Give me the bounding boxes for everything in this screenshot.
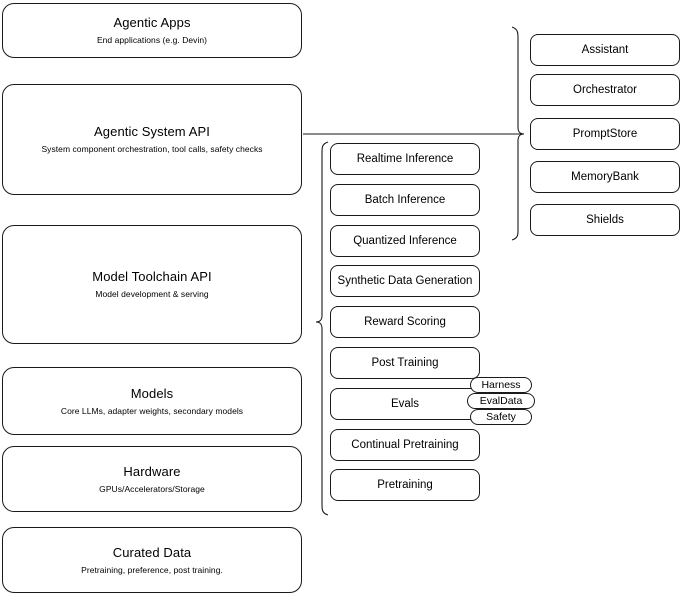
layer-subtitle: GPUs/Accelerators/Storage (99, 483, 205, 494)
capability-evals[interactable]: Evals (330, 388, 480, 420)
brace-toolchain-capabilities (315, 141, 329, 516)
system-component-orchestrator[interactable]: Orchestrator (530, 74, 680, 106)
capability-label: Post Training (371, 357, 439, 369)
eval-badge-harness[interactable]: Harness (470, 377, 532, 393)
stack-layer-model-toolchain-api[interactable]: Model Toolchain API Model development & … (2, 225, 302, 344)
layer-title: Model Toolchain API (92, 269, 212, 284)
capability-quantized-inference[interactable]: Quantized Inference (330, 225, 480, 257)
layer-subtitle: System component orchestration, tool cal… (41, 144, 263, 154)
capability-label: Realtime Inference (356, 153, 454, 165)
capability-label: Reward Scoring (364, 316, 446, 328)
stack-layer-models[interactable]: Models Core LLMs, adapter weights, secon… (2, 367, 302, 435)
layer-title: Agentic System API (94, 124, 210, 139)
layer-subtitle: Core LLMs, adapter weights, secondary mo… (60, 405, 244, 416)
capability-continual-pretraining[interactable]: Continual Pretraining (330, 429, 480, 461)
layer-title: Curated Data (112, 544, 192, 560)
eval-badge-label: Safety (486, 411, 516, 423)
eval-badge-label: Harness (481, 379, 521, 391)
capability-post-training[interactable]: Post Training (330, 347, 480, 379)
system-component-label: PromptStore (572, 128, 638, 140)
capability-label: Pretraining (377, 479, 433, 491)
system-component-label: Assistant (581, 44, 629, 56)
stack-layer-agentic-apps[interactable]: Agentic Apps End applications (e.g. Devi… (2, 3, 302, 58)
eval-badge-label: EvalData (479, 395, 523, 407)
system-component-label: Orchestrator (573, 84, 637, 96)
capability-label: Quantized Inference (353, 235, 457, 247)
stack-layer-agentic-system-api[interactable]: Agentic System API System component orch… (2, 84, 302, 195)
capability-label: Continual Pretraining (351, 439, 459, 451)
system-component-shields[interactable]: Shields (530, 204, 680, 236)
stack-layer-hardware[interactable]: Hardware GPUs/Accelerators/Storage (2, 446, 302, 512)
capability-realtime-inference[interactable]: Realtime Inference (330, 143, 480, 175)
layer-subtitle: Pretraining, preference, post training. (81, 564, 223, 575)
system-component-label: Shields (586, 214, 624, 226)
system-component-assistant[interactable]: Assistant (530, 34, 680, 66)
layer-title: Models (130, 385, 174, 401)
capability-pretraining[interactable]: Pretraining (330, 469, 480, 501)
capability-batch-inference[interactable]: Batch Inference (330, 184, 480, 216)
capability-label: Batch Inference (364, 194, 446, 206)
layer-title: Hardware (123, 463, 181, 479)
system-component-promptstore[interactable]: PromptStore (530, 118, 680, 150)
layer-title: Agentic Apps (113, 15, 191, 30)
capability-synthetic-data-generation[interactable]: Synthetic Data Generation (330, 265, 480, 297)
system-component-label: MemoryBank (571, 171, 639, 183)
capability-reward-scoring[interactable]: Reward Scoring (330, 306, 480, 338)
layer-subtitle: End applications (e.g. Devin) (96, 35, 208, 45)
eval-badge-safety[interactable]: Safety (470, 409, 532, 425)
capability-label: Evals (390, 398, 420, 410)
stack-layer-curated-data[interactable]: Curated Data Pretraining, preference, po… (2, 527, 302, 593)
eval-badge-evaldata[interactable]: EvalData (467, 393, 535, 409)
system-component-memorybank[interactable]: MemoryBank (530, 161, 680, 193)
layer-subtitle: Model development & serving (95, 289, 209, 299)
brace-system-components (511, 26, 525, 241)
capability-label: Synthetic Data Generation (337, 275, 473, 287)
